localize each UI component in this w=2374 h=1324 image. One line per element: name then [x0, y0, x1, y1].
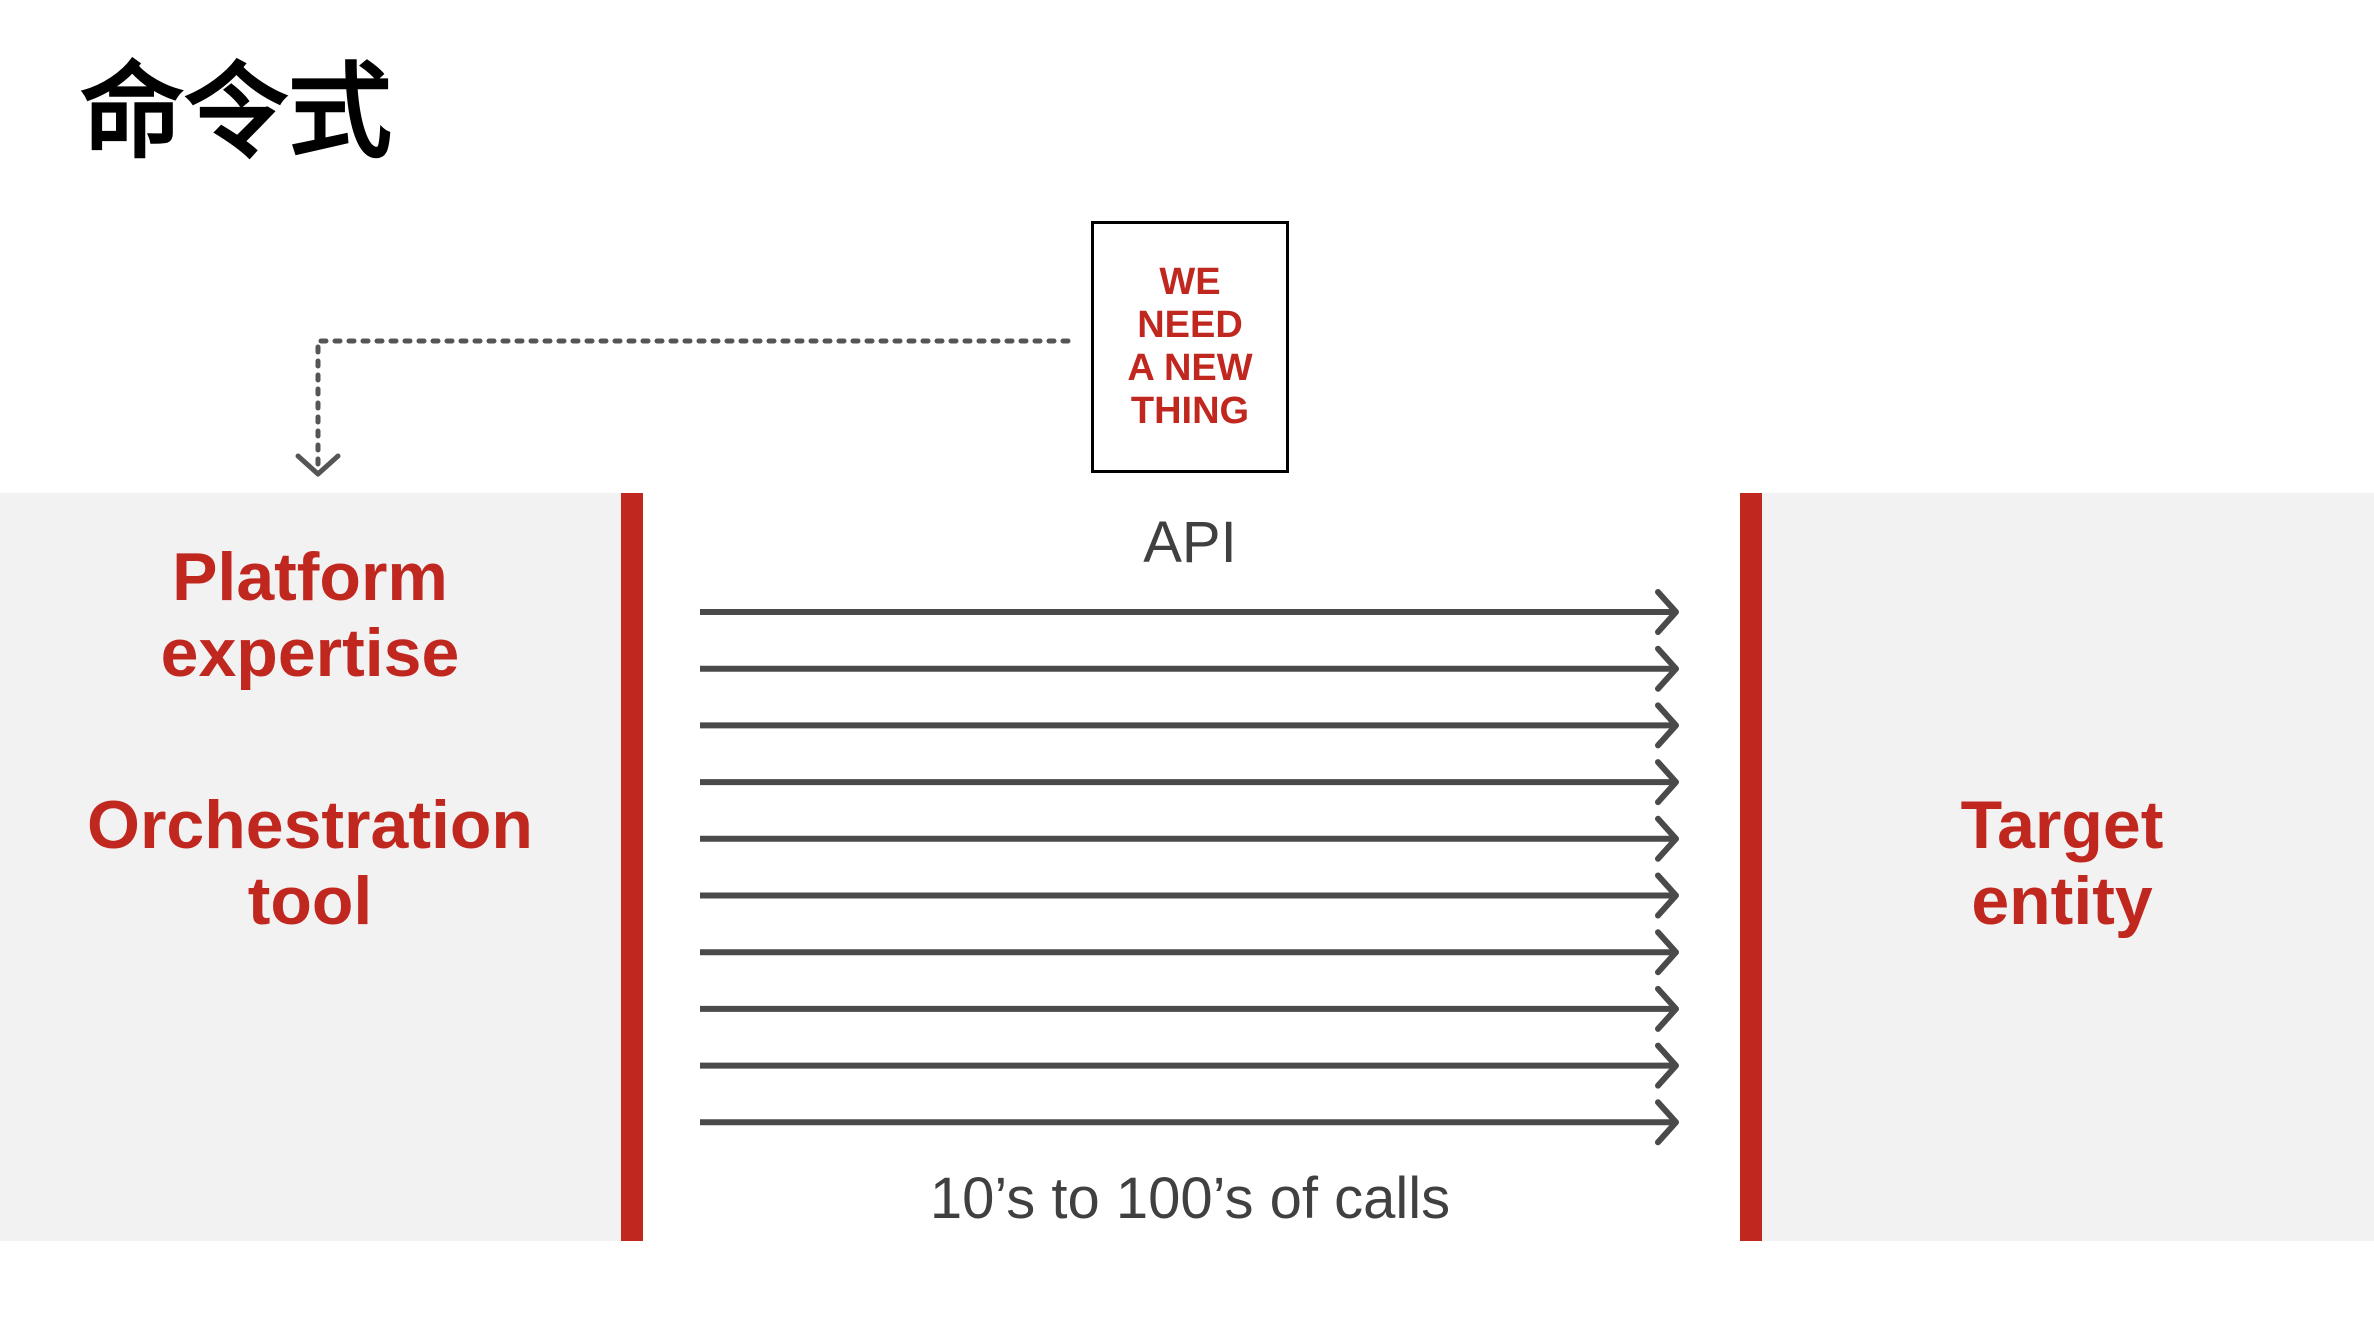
- arrow-right-icon: [1655, 1099, 1679, 1146]
- orchestration-tool-label: Orchestration tool: [40, 787, 580, 939]
- arrow-right-icon: [1655, 702, 1679, 749]
- platform-expertise-line-1: Platform: [172, 539, 448, 615]
- dotted-connector: [295, 338, 1071, 477]
- callout-line-4: THING: [1130, 390, 1250, 432]
- slide-title: 命令式: [80, 51, 393, 173]
- right-boundary-bar: [1740, 493, 1762, 1241]
- callout-line-1: WE: [1159, 261, 1221, 303]
- target-entity-label: Target entity: [1862, 787, 2262, 939]
- target-entity-line-2: entity: [1971, 863, 2153, 939]
- target-panel: [1762, 493, 2374, 1241]
- arrow-right-icon: [1655, 1042, 1679, 1089]
- arrow-right-icon: [1655, 759, 1679, 806]
- arrow-right-icon: [1655, 645, 1679, 692]
- calls-count-label: 10’s to 100’s of calls: [929, 1166, 1451, 1231]
- arrow-right-icon: [1655, 815, 1679, 862]
- arrow-right-icon: [1655, 985, 1679, 1032]
- api-label: API: [1143, 510, 1237, 575]
- target-entity-line-1: Target: [1960, 787, 2164, 863]
- arrow-right-icon: [1655, 929, 1679, 976]
- orchestration-panel: [0, 493, 621, 1241]
- dotted-connector-line: [315, 338, 1071, 467]
- new-thing-callout: WE NEED A NEW THING: [1091, 221, 1289, 473]
- callout-line-2: NEED: [1137, 304, 1243, 346]
- orchestration-tool-line-2: tool: [247, 863, 373, 939]
- chevron-down-icon: [295, 453, 341, 477]
- callout-line-3: A NEW: [1127, 347, 1253, 389]
- orchestration-tool-line-1: Orchestration: [87, 787, 533, 863]
- api-call-arrows: [700, 589, 1679, 1146]
- platform-expertise-line-2: expertise: [160, 615, 460, 691]
- platform-expertise-label: Platform expertise: [60, 539, 560, 691]
- left-boundary-bar: [621, 493, 643, 1241]
- arrow-right-icon: [1655, 872, 1679, 919]
- arrow-right-icon: [1655, 589, 1679, 635]
